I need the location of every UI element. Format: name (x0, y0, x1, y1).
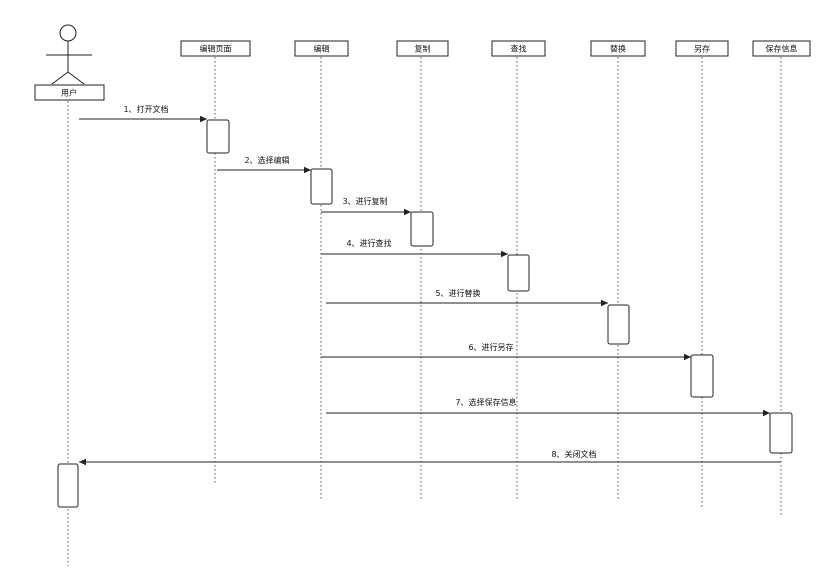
activation-user (57, 463, 79, 508)
message-8: 8、关闭文档 (79, 449, 781, 466)
message-4: 4、进行查找 (321, 238, 508, 258)
message-3: 3、进行复制 (321, 196, 411, 216)
message-label: 7、选择保存信息 (455, 397, 516, 407)
participant-save-info: 保存信息 (752, 40, 811, 57)
participant-label: 保存信息 (766, 44, 798, 54)
participant-box (396, 40, 449, 57)
message-label: 8、关闭文档 (551, 449, 596, 459)
activation-find (507, 254, 530, 292)
participant-edit-page: 编辑页面 (180, 40, 251, 57)
message-6: 6、进行另存 (321, 342, 691, 361)
participant-box (294, 40, 349, 57)
activation-save-as (690, 354, 714, 398)
participant-replace: 替换 (590, 40, 646, 57)
participant-copy: 复制 (396, 40, 449, 57)
message-label: 6、进行另存 (468, 342, 513, 352)
participant-box (491, 40, 546, 57)
message-label: 3、进行复制 (342, 196, 387, 206)
actor-user: 用户 (34, 24, 105, 101)
message-7: 7、选择保存信息 (326, 397, 770, 417)
participant-box (180, 40, 251, 57)
activation-edit-page (206, 119, 230, 154)
participant-label: 编辑页面 (200, 44, 232, 54)
actor-label: 用户 (61, 88, 77, 98)
participant-box (675, 40, 729, 57)
actor-head (59, 24, 77, 42)
message-1: 1、打开文档 (79, 104, 207, 123)
activation-save-info (769, 412, 793, 454)
message-5: 5、进行替换 (326, 288, 608, 307)
participant-label: 替换 (610, 44, 626, 54)
participant-label: 编辑 (314, 44, 330, 54)
participant-label: 查找 (511, 44, 527, 54)
message-label: 4、进行查找 (346, 238, 391, 248)
activation-copy (410, 211, 434, 247)
activation-replace (607, 304, 630, 345)
participant-label: 另存 (694, 44, 710, 54)
participant-save-as: 另存 (675, 40, 729, 57)
message-2: 2、选择编辑 (217, 155, 311, 174)
participant-find: 查找 (491, 40, 546, 57)
participant-box (752, 40, 811, 57)
participant-label: 复制 (415, 44, 431, 54)
actor-right-leg (67, 71, 85, 85)
participant-edit: 编辑 (294, 40, 349, 57)
actor-label-box (34, 84, 105, 101)
activation-edit (310, 168, 333, 205)
participant-box (590, 40, 646, 57)
message-label: 5、进行替换 (435, 288, 480, 298)
actor-left-leg (51, 71, 69, 85)
message-label: 2、选择编辑 (244, 155, 289, 165)
message-label: 1、打开文档 (123, 104, 168, 114)
